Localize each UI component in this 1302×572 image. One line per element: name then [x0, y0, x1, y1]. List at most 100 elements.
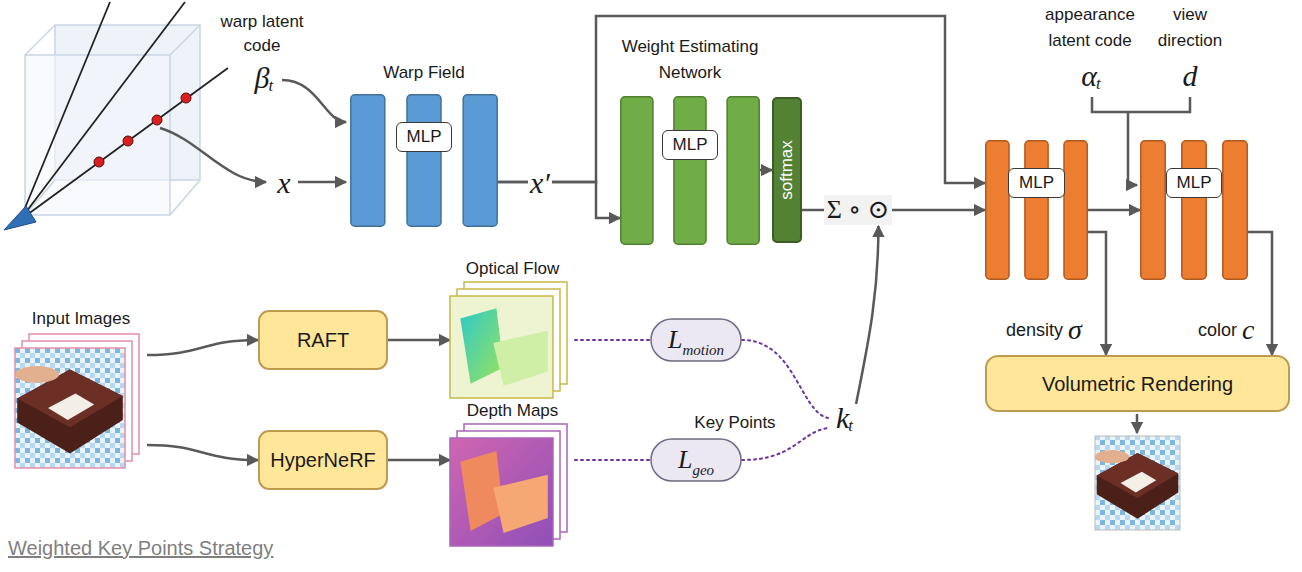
tablecloth: [15, 348, 125, 468]
connector-arrow: [760, 169, 772, 172]
layer-bar: [1141, 141, 1165, 280]
frame-border: [450, 438, 553, 546]
image-frame: [450, 296, 553, 398]
density-mlp-block: MLP: [985, 140, 1088, 280]
weight-network-block: Weight Estimating NetworkMLP: [620, 30, 760, 245]
process-box: HyperNeRF: [258, 430, 388, 490]
cube-front: [25, 55, 170, 215]
process-label: Volumetric Rendering: [1042, 372, 1233, 396]
layer-bar: [351, 95, 385, 227]
tablecloth: [1095, 436, 1180, 530]
output-image: [1095, 436, 1180, 530]
block-title: Warp Field: [350, 62, 498, 84]
ray: [20, 68, 228, 220]
loss-symbol: L: [668, 325, 682, 355]
sample-points: [94, 93, 191, 167]
image-title: Depth Maps: [450, 400, 575, 422]
code-arrow: [282, 80, 346, 122]
layer-bar: [986, 141, 1009, 280]
sample-dot: [181, 93, 191, 103]
input-caption: appearance latent code: [1042, 2, 1138, 54]
keypoint-arrow: [856, 226, 878, 404]
connector-arrow: [1088, 209, 1140, 212]
layer-bar: [727, 97, 759, 245]
image-frame: [450, 438, 553, 546]
input-caption: view direction: [1147, 2, 1233, 54]
sample-arrow: [160, 128, 266, 182]
image-border: [1095, 436, 1180, 530]
edge-label: Σ ∘ ⊙: [824, 195, 893, 225]
scene-cube: [25, 25, 200, 215]
strategy-panel: Weighted Key Points Strategy Weight Estim…: [0, 30, 932, 572]
input-caption: warp latent code: [212, 10, 312, 58]
cube-edge: [170, 180, 200, 215]
connector-arrow: [388, 459, 450, 462]
mlp-label: MLP: [1008, 168, 1065, 198]
panel-outline: [0, 30, 930, 572]
dashed-link: [575, 459, 650, 461]
math-symbol: x′: [528, 165, 552, 200]
math-subscript: t: [848, 416, 853, 436]
math-subscript: t: [268, 76, 273, 96]
math-symbol: d: [1183, 58, 1198, 93]
panel-title: Weighted Key Points Strategy: [8, 536, 273, 560]
image-frame: [15, 348, 125, 468]
keypoint-caption: Key Points: [694, 413, 775, 433]
color-mlp-block-shape: [1140, 140, 1248, 280]
math-symbol: k: [836, 400, 849, 435]
mlp-label: MLP: [396, 122, 453, 152]
mlp-label: MLP: [1166, 168, 1223, 198]
layer-bar: [1064, 141, 1087, 280]
pill-outline: [651, 439, 741, 481]
dashed-link: [575, 339, 650, 341]
text-row: Volumetric Rendering: [1042, 372, 1233, 396]
box-inside: [1121, 472, 1157, 493]
dashed-link: [742, 340, 828, 418]
math-symbol: x: [277, 165, 290, 200]
depth-ground: [450, 438, 553, 546]
code-line: [1092, 97, 1128, 112]
loss-links: [742, 340, 828, 460]
box-outline: [986, 356, 1289, 411]
layer-bar: [1223, 141, 1247, 280]
math-symbol: α: [1081, 58, 1097, 93]
frame-border: [15, 348, 125, 468]
pill-outline: [651, 319, 741, 361]
flow-region: [493, 331, 548, 386]
process-label: HyperNeRF: [270, 448, 376, 472]
input-images-shape: [15, 308, 147, 468]
text-row: Lmotion: [668, 325, 724, 355]
layer-bar: [1025, 141, 1048, 280]
output-caption: color: [1198, 320, 1237, 341]
process-label: RAFT: [297, 328, 349, 352]
flow-ground: [450, 296, 553, 398]
input-images: Input Images: [15, 308, 147, 468]
connector-arrow: [147, 340, 258, 355]
ray: [20, 2, 185, 220]
camera-icon: [4, 206, 36, 230]
softmax-label: softmax: [777, 140, 797, 200]
text-row: HyperNeRF: [270, 448, 376, 472]
text-row: RAFT: [297, 328, 349, 352]
loss-pill: Lmotion: [650, 318, 742, 362]
math-symbol: c: [1242, 314, 1254, 346]
code-arrow: [1128, 112, 1137, 185]
cube-edge: [170, 25, 200, 55]
softmax-box: softmax: [772, 97, 802, 243]
color-mlp-block: MLP: [1140, 140, 1248, 280]
hand: [15, 366, 59, 383]
block-title: Weight Estimating Network: [608, 34, 772, 86]
camera-rays: [20, 2, 228, 220]
loss-subscript: geo: [692, 462, 714, 479]
depth-region: [493, 475, 548, 533]
text-row: Lgeo: [678, 445, 714, 475]
box-outline: [773, 98, 801, 242]
input-arrow: [298, 181, 346, 184]
sample-dot: [152, 115, 162, 125]
frame-border: [450, 296, 553, 398]
density-mlp-block-shape: [985, 140, 1088, 280]
loss-subscript: motion: [682, 342, 724, 359]
loss-pill: Lgeo: [650, 438, 742, 482]
code-line: [1128, 97, 1190, 112]
